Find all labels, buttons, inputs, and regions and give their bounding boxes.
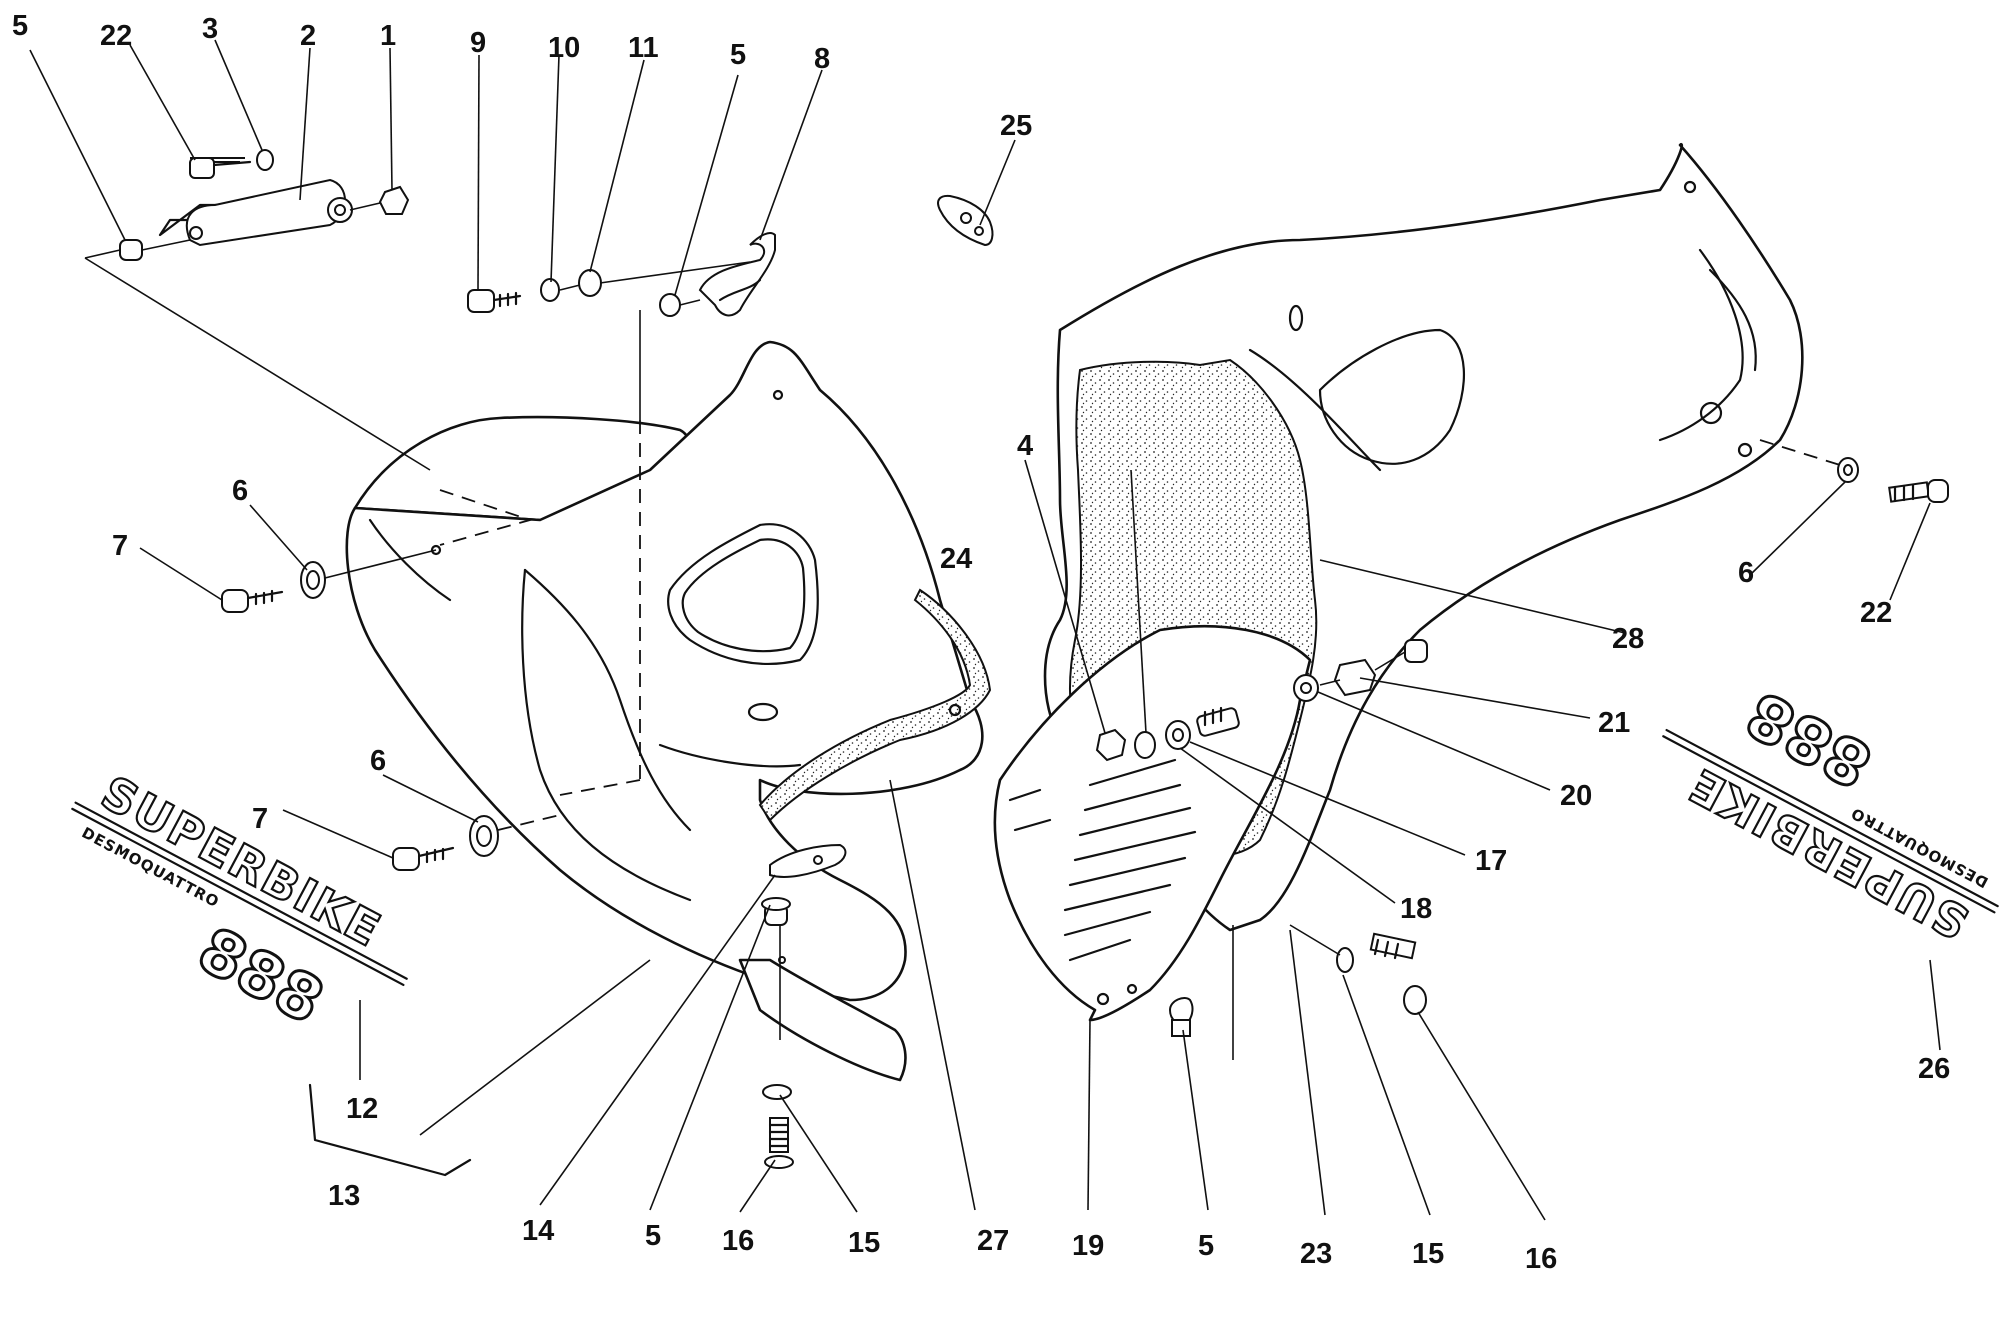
left-mount-bolt-lower: [392, 814, 561, 871]
decal-left-model: 888: [187, 913, 336, 1038]
callout-6: 6: [232, 475, 248, 507]
callout-11: 11: [628, 32, 659, 64]
callout-22: 22: [100, 20, 132, 52]
decal-right: SUPERBIKE DESMOQUATTRO 888: [1662, 675, 1999, 951]
callout-2: 2: [300, 20, 316, 52]
callout-28: 28: [1612, 623, 1644, 655]
left-fairing: [345, 340, 992, 1082]
callout-15: 15: [848, 1227, 880, 1259]
callout-5: 5: [1198, 1230, 1214, 1262]
callout-21: 21: [1598, 707, 1630, 739]
callout-4: 4: [1017, 430, 1033, 462]
part-25-bracket: [937, 194, 994, 247]
radiator-grille: [1008, 758, 1197, 962]
callout-5: 5: [12, 10, 28, 42]
callout-6: 6: [1738, 557, 1754, 589]
callout-3: 3: [202, 13, 218, 45]
leader-lines: [29, 39, 1941, 1221]
callout-7: 7: [112, 530, 128, 562]
right-inner-hardware: [1095, 639, 1428, 762]
callout-23: 23: [1300, 1238, 1332, 1270]
right-fairing: [993, 142, 1804, 1022]
callout-17: 17: [1475, 845, 1507, 877]
top-center-bracket-assembly: [467, 232, 776, 796]
callout-12: 12: [346, 1093, 378, 1125]
callout-24: 24: [940, 543, 972, 575]
top-left-bracket-assembly: [84, 149, 431, 471]
callout-22: 22: [1860, 597, 1892, 629]
left-mount-bolt-upper: [221, 549, 437, 613]
callout-16: 16: [722, 1225, 754, 1257]
callout-7: 7: [252, 803, 268, 835]
callout-15: 15: [1412, 1238, 1444, 1270]
bracket-13: [308, 1083, 472, 1177]
callout-10: 10: [548, 32, 580, 64]
callout-6: 6: [370, 745, 386, 777]
callout-25: 25: [1000, 110, 1032, 142]
callout-20: 20: [1560, 780, 1592, 812]
right-top-hardware: [1759, 439, 1949, 503]
callout-27: 27: [977, 1225, 1009, 1257]
callout-8: 8: [814, 43, 830, 75]
callout-labels: 5 22 3 2 1 9 10 11 5 8 25 6 7 6 7 12 13 …: [12, 10, 1950, 1275]
callout-13: 13: [328, 1180, 360, 1212]
callout-9: 9: [470, 27, 486, 59]
callout-26: 26: [1918, 1053, 1950, 1085]
callout-14: 14: [522, 1215, 554, 1247]
callout-5: 5: [730, 39, 746, 71]
decal-left: SUPERBIKE DESMOQUATTRO 888: [71, 764, 408, 1040]
callout-19: 19: [1072, 1230, 1104, 1262]
callout-18: 18: [1400, 893, 1432, 925]
callout-5: 5: [645, 1220, 661, 1252]
right-lower-hardware: [1168, 924, 1427, 1060]
callout-1: 1: [380, 20, 396, 52]
decal-right-model: 888: [1735, 677, 1884, 802]
callout-16: 16: [1525, 1243, 1557, 1275]
